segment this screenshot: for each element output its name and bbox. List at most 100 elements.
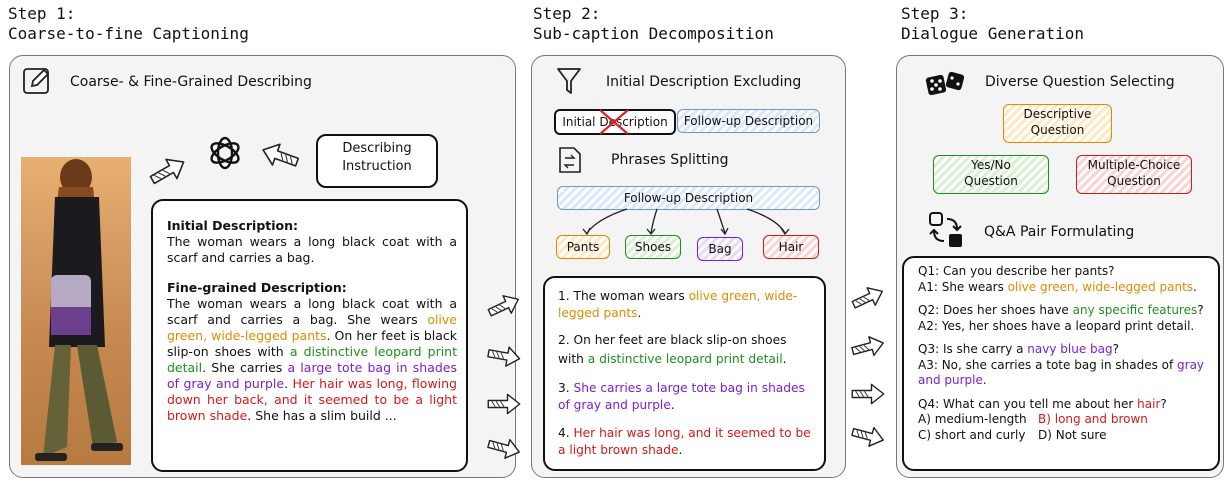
fine-description-text: The woman wears a long black coat with a… [167, 296, 457, 424]
formulating-header: Q&A Pair Formulating [984, 224, 1135, 240]
arrow-icon [484, 434, 524, 466]
qa-question: Q3: Is she carry a navy blue bag? [918, 342, 1216, 358]
qa-question: Q4: What can you tell me about her hair? [918, 397, 1216, 413]
plain-text: . She has a slim build ... [247, 408, 397, 423]
plain-text: Q4: What can you tell me about her [918, 396, 1138, 411]
highlight-text: a distinctive leopard print detail [167, 344, 458, 375]
highlight-text: olive green, wide-legged pants [1007, 279, 1194, 294]
leaf-bag: Bag [697, 237, 743, 261]
plain-text: 1. The woman wears [558, 289, 689, 303]
plain-text: Q1: Can you describe her pants? [918, 264, 1115, 278]
mc-option: C) short and curly [918, 427, 1026, 442]
arrow-icon [848, 284, 888, 316]
step1-title: Step 1:Coarse-to-fine Captioning [8, 4, 249, 43]
description-box: Initial Description: The woman wears a l… [151, 199, 468, 472]
arrow-icon [484, 292, 524, 324]
qa-answer: A1: She wears olive green, wide-legged p… [918, 280, 1216, 296]
filter-icon [556, 66, 582, 100]
plain-text: Q2: Does her shoes have [918, 303, 1073, 317]
highlight-text: navy blue bag [1027, 342, 1113, 356]
qa-box: Q1: Can you describe her pants?A1: She w… [902, 256, 1220, 471]
arrow-icon [484, 342, 524, 374]
plain-text: A3: No, she carries a tote bag in shades… [918, 357, 1178, 372]
phrase-item: 4. Her hair was long, and it seemed to b… [558, 425, 816, 459]
splitting-header: Phrases Splitting [611, 152, 729, 168]
plain-text: . [284, 376, 293, 391]
phrase-item: 1. The woman wears olive green, wide-leg… [558, 288, 816, 322]
qa-question: Q1: Can you describe her pants? [918, 264, 1216, 280]
plain-text: . [670, 398, 675, 412]
qa-question: Q2: Does her shoes have any specific fea… [918, 303, 1216, 319]
edit-icon [22, 66, 52, 100]
phrase-item: 2. On her feet are black slip-on shoes w… [558, 331, 816, 369]
highlight-text: a distinctive leopard print detail [587, 352, 783, 366]
leaf-hair: Hair [763, 235, 819, 259]
plain-text: The woman wears a long black coat with a… [167, 296, 457, 327]
plain-text: 2. On her feet are black slip-on shoes w… [558, 333, 787, 366]
fine-description-title: Fine-grained Description: [167, 280, 347, 295]
followup-description-tag: Follow-up Description [677, 109, 820, 133]
qa-answer: A3: No, she carries a tote bag in shades… [918, 358, 1216, 389]
highlight-text: gray and purple [918, 357, 1205, 388]
split-tree-lines [582, 208, 790, 236]
plain-text: . She carries [202, 360, 288, 375]
plain-text: A2: Yes, her shoes have a leopard print … [918, 318, 1195, 333]
selecting-header: Diverse Question Selecting [985, 74, 1175, 90]
mc-options-row: A) medium-length B) long and brown [918, 412, 1216, 428]
excluding-header: Initial Description Excluding [606, 74, 802, 90]
plain-text: . [678, 443, 683, 457]
highlight-text: olive green, wide-legged pants [167, 312, 457, 343]
openai-logo-icon [205, 133, 245, 177]
arrow-icon [848, 333, 888, 365]
arrow-icon [484, 390, 524, 422]
plain-text: . [982, 373, 987, 387]
plain-text: . [637, 306, 642, 320]
plain-text: Q3: Is she carry a [918, 342, 1028, 356]
highlight-text: any specific features [1072, 303, 1198, 317]
highlight-text: olive green, wide-legged pants [558, 289, 798, 320]
split-root-tag: Follow-up Description [557, 186, 820, 210]
initial-description-title: Initial Description: [167, 218, 299, 233]
plain-text: . [1193, 279, 1197, 294]
mc-option: B) long and brown [1038, 412, 1148, 426]
captioning-header: Coarse- & Fine-Grained Describing [70, 74, 312, 90]
phrase-item: 3. She carries a large tote bag in shade… [558, 380, 816, 414]
highlight-text: Her hair was long, and it seemed to be a… [558, 426, 811, 457]
mc-option: D) Not sure [1038, 427, 1107, 442]
highlight-text: She carries a large tote bag in shades o… [558, 381, 805, 412]
plain-text: . [782, 352, 787, 366]
cross-icon [599, 109, 629, 135]
split-icon [557, 146, 585, 180]
arrow-icon [258, 140, 302, 176]
pedestrian-photo [21, 157, 131, 465]
initial-description-tag: Initial Description [554, 109, 676, 135]
step3-title: Step 3:Dialogue Generation [901, 4, 1085, 43]
leaf-shoes: Shoes [625, 235, 681, 259]
highlight-text: hair [1137, 396, 1161, 411]
plain-text: 3. [558, 381, 574, 395]
mc-option: A) medium-length [918, 412, 1027, 426]
step2-title: Step 2:Sub-caption Decomposition [533, 4, 774, 43]
plain-text: ? [1160, 396, 1167, 411]
arrow-icon [146, 155, 190, 191]
highlight-text: Her hair was long, flowing down her back… [167, 376, 457, 423]
plain-text: ? [1197, 303, 1204, 317]
plain-text: A1: She wears [918, 279, 1008, 294]
plain-text: . On her feet is black slip-on shoes wit… [167, 328, 457, 359]
highlight-text: a large tote bag in shades of gray and p… [167, 360, 457, 391]
plain-text: ? [1112, 342, 1119, 356]
dice-icon [925, 70, 967, 102]
arrow-icon [848, 422, 888, 454]
initial-description-text: The woman wears a long black coat with a… [167, 234, 457, 265]
arrow-icon [848, 380, 888, 412]
qa-answer: A2: Yes, her shoes have a leopard print … [918, 319, 1216, 335]
cycle-icon [927, 210, 965, 254]
leaf-pants: Pants [556, 235, 610, 259]
phrases-box: 1. The woman wears olive green, wide-leg… [543, 276, 826, 471]
mc-options-row: C) short and curly D) Not sure [918, 428, 1216, 444]
plain-text: 4. [558, 426, 574, 440]
